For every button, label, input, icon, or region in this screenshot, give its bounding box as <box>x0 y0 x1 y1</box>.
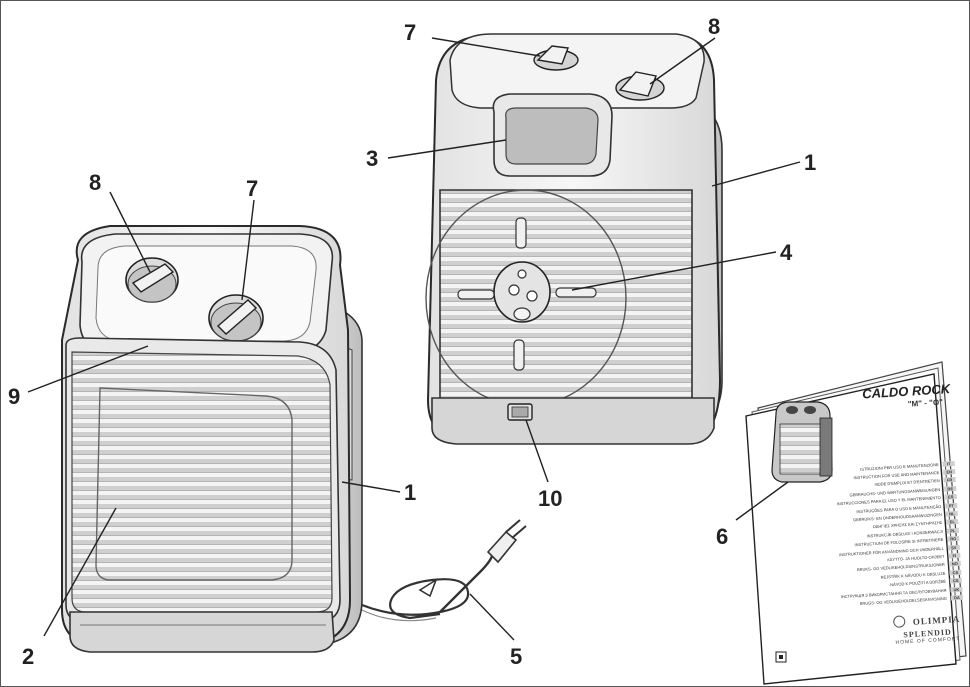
leader-right-7 <box>431 37 541 57</box>
callout-left-1: 1 <box>404 480 416 505</box>
leader-manual-6 <box>735 481 789 521</box>
callout-right-7: 7 <box>404 20 416 45</box>
front-grille <box>71 351 333 613</box>
heater-rear-view <box>425 33 723 445</box>
callout-right-3: 3 <box>366 146 378 171</box>
callout-left-7: 7 <box>246 176 258 201</box>
power-cord <box>361 519 527 622</box>
callout-cord-5: 5 <box>510 644 522 669</box>
leader-right-3 <box>387 139 507 159</box>
knob-selector-front <box>208 294 264 342</box>
callout-right-1: 1 <box>804 150 816 175</box>
instruction-manual <box>745 361 967 685</box>
callout-left-2: 2 <box>22 644 34 669</box>
leader-right-8 <box>649 37 716 85</box>
callout-right-10: 10 <box>538 486 562 511</box>
knob-selector-rear <box>533 45 579 71</box>
manual-cover-heater-image <box>771 401 833 483</box>
leader-right-4 <box>571 251 777 291</box>
leader-left-2 <box>43 507 117 637</box>
leader-right-1 <box>711 161 801 187</box>
callout-left-8: 8 <box>89 170 101 195</box>
fan-hub <box>457 217 597 371</box>
heater-front-view <box>61 225 363 653</box>
leader-left-9 <box>27 345 149 393</box>
leader-cord-5 <box>469 593 515 641</box>
callout-left-9: 9 <box>8 384 20 409</box>
knob-thermostat-front <box>125 257 179 303</box>
leader-left-8 <box>109 191 151 273</box>
callout-manual-6: 6 <box>716 524 728 549</box>
leader-left-1 <box>341 481 401 493</box>
leader-left-7 <box>241 199 255 301</box>
leader-right-10 <box>525 419 549 483</box>
callout-right-4: 4 <box>780 240 793 265</box>
callout-right-8: 8 <box>708 14 720 39</box>
